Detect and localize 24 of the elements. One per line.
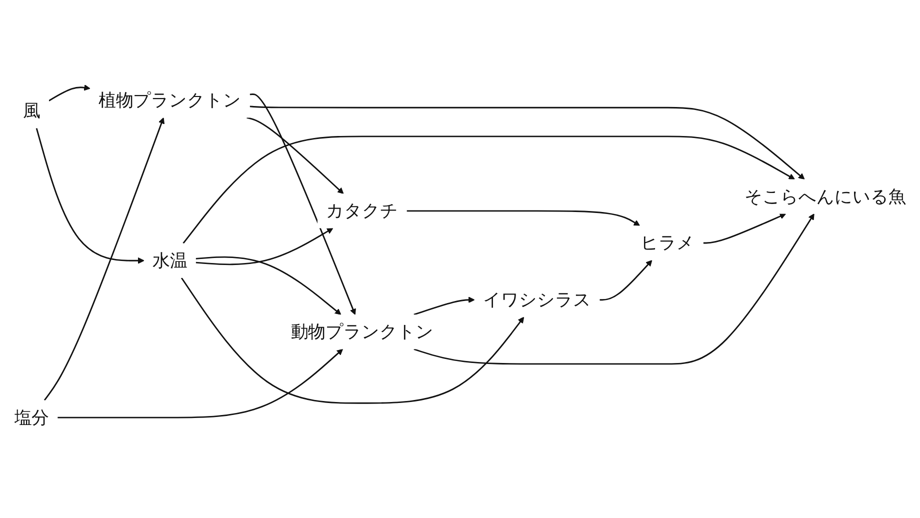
arrow xyxy=(246,117,344,194)
node-text: 動物プランクトン xyxy=(290,322,434,342)
node-text: 風 xyxy=(23,100,40,121)
arrow xyxy=(196,256,342,315)
node-text: ヒラメ xyxy=(640,232,695,254)
arrow xyxy=(58,348,343,418)
arrow xyxy=(414,296,475,316)
node-text: 植物プランクトン xyxy=(98,90,242,111)
arrow xyxy=(180,278,524,404)
arrow xyxy=(703,213,786,244)
arrow xyxy=(48,84,90,102)
arrow xyxy=(250,94,356,315)
node-text: 塩分 xyxy=(14,407,49,428)
node-text: そこらへんにいる魚 xyxy=(744,186,906,207)
arrow xyxy=(182,136,795,244)
arrow xyxy=(36,128,144,264)
arrow xyxy=(600,260,652,301)
arrow xyxy=(250,106,805,180)
arrow xyxy=(196,228,334,266)
arrow xyxy=(414,214,814,365)
arrow xyxy=(44,117,164,401)
arrow xyxy=(406,210,640,226)
node-text: 水温 xyxy=(152,250,188,271)
node-text: イワシシラス xyxy=(483,290,592,310)
